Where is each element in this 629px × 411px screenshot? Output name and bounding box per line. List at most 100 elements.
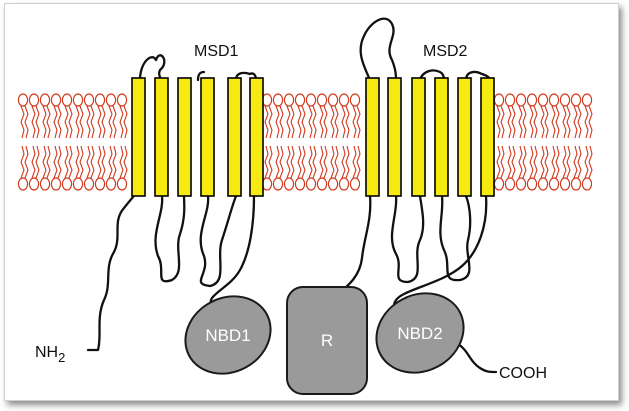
lipid-tail xyxy=(352,105,357,139)
lipid-tail xyxy=(319,145,324,179)
lipid-tail xyxy=(308,145,313,179)
lipid-head xyxy=(305,177,317,191)
lipid-head xyxy=(504,177,516,191)
r-domain: R xyxy=(286,286,368,395)
lipid-tail xyxy=(123,105,128,139)
lipid-tail xyxy=(518,105,523,139)
transmembrane-helix-12 xyxy=(480,77,495,197)
lipid-tail xyxy=(500,105,505,139)
lipid-tail xyxy=(540,145,545,179)
lipid-tail xyxy=(286,145,291,179)
lipid-head xyxy=(493,93,505,107)
lipid-tail xyxy=(522,145,527,179)
lipid-tail xyxy=(566,105,571,139)
lipid-tail xyxy=(533,105,538,139)
nh-text: NH xyxy=(35,344,58,361)
lipid-head xyxy=(305,93,317,107)
lipid-tail xyxy=(511,105,516,139)
lipid-head xyxy=(294,93,306,107)
lipid-head xyxy=(39,177,51,191)
lipid-tail xyxy=(588,105,593,139)
lipid-head xyxy=(570,177,582,191)
lipid-tail xyxy=(24,145,29,179)
lipid-tail xyxy=(119,105,124,139)
lipid-tail xyxy=(511,145,516,179)
lipid-tail xyxy=(24,105,29,139)
lipid-tail xyxy=(356,105,361,139)
lipid-tail xyxy=(268,105,273,139)
lipid-tail xyxy=(97,145,102,179)
lipid-tail xyxy=(101,105,106,139)
lipid-tail xyxy=(86,145,91,179)
n-terminus-label: NH2 xyxy=(35,344,65,365)
lipid-tail xyxy=(79,145,84,179)
lipid-tail xyxy=(529,145,534,179)
lipid-tail xyxy=(86,105,91,139)
lipid-tail xyxy=(79,105,84,139)
lipid-tail xyxy=(312,105,317,139)
lipid-tail xyxy=(562,145,567,179)
lipid-tail xyxy=(573,105,578,139)
lipid-head xyxy=(570,93,582,107)
lipid-tail xyxy=(323,105,328,139)
lipid-head xyxy=(316,177,328,191)
lipid-tail xyxy=(334,145,339,179)
lipid-tail xyxy=(108,145,113,179)
lipid-tail xyxy=(101,145,106,179)
lipid-tail xyxy=(46,105,51,139)
lipid-tail xyxy=(566,145,571,179)
lipid-tail xyxy=(588,145,593,179)
nh-subscript: 2 xyxy=(58,350,65,365)
r-to-msd2 xyxy=(336,194,372,296)
lipid-tail xyxy=(345,105,350,139)
lipid-tail xyxy=(356,145,361,179)
lipid-tail xyxy=(330,105,335,139)
lipid-tail xyxy=(108,105,113,139)
lipid-tail xyxy=(64,105,69,139)
lipid-head xyxy=(504,93,516,107)
lipid-head xyxy=(50,177,62,191)
lipid-head xyxy=(537,177,549,191)
transmembrane-helix-7 xyxy=(365,77,380,197)
c-terminal-tail xyxy=(456,342,498,374)
lipid-tail xyxy=(53,145,58,179)
r-label: R xyxy=(321,331,333,350)
msd1-to-nbd1 xyxy=(209,194,256,312)
lipid-tail xyxy=(112,145,117,179)
lipid-tail xyxy=(275,105,280,139)
lipid-head xyxy=(17,177,29,191)
lipid-head xyxy=(327,177,339,191)
lipid-tail xyxy=(42,145,47,179)
lipid-tail xyxy=(75,105,80,139)
nbd1-domain: NBD1 xyxy=(184,295,272,375)
lipid-head xyxy=(316,93,328,107)
lipid-head xyxy=(283,177,295,191)
lipid-tail xyxy=(297,105,302,139)
lipid-tail xyxy=(290,145,295,179)
lipid-head xyxy=(559,177,571,191)
lipid-tail xyxy=(90,145,95,179)
lipid-tail xyxy=(42,105,47,139)
lipid-tail xyxy=(555,145,560,179)
lipid-tail xyxy=(330,145,335,179)
lipid-head xyxy=(105,93,117,107)
lipid-tail xyxy=(551,145,556,179)
lipid-head xyxy=(28,177,40,191)
lipid-tail xyxy=(522,105,527,139)
lipid-tail xyxy=(573,145,578,179)
lipid-head xyxy=(72,93,84,107)
lipid-tail xyxy=(544,145,549,179)
lipid-tail xyxy=(35,105,40,139)
lipid-tail xyxy=(529,105,534,139)
msd1-extracellular-loop-3 xyxy=(234,71,258,82)
lipid-head xyxy=(338,93,350,107)
lipid-head xyxy=(559,93,571,107)
nbd1-label: NBD1 xyxy=(205,326,250,345)
lipid-head xyxy=(94,93,106,107)
lipid-tail xyxy=(286,105,291,139)
lipid-tail xyxy=(312,145,317,179)
lipid-head xyxy=(294,177,306,191)
lipid-head xyxy=(493,177,505,191)
lipid-tail xyxy=(279,145,284,179)
lipid-head xyxy=(72,177,84,191)
